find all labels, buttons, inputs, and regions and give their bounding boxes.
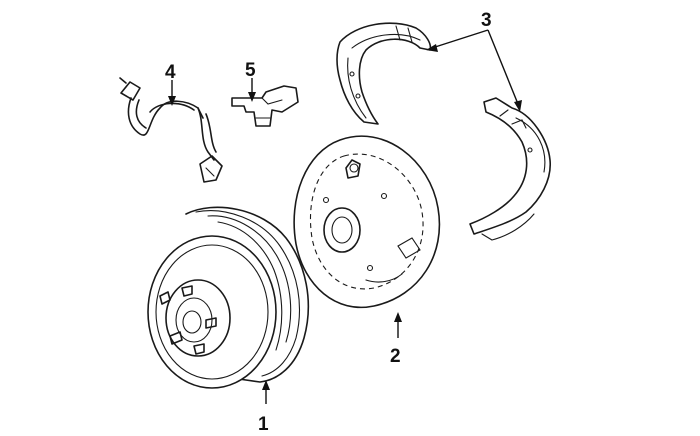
brake-drum-drawing	[147, 206, 310, 389]
wheel-studs	[159, 285, 217, 355]
callout-1-label: 1	[258, 414, 269, 435]
brake-shoes-drawing	[336, 22, 551, 241]
brake-hose-drawing	[119, 77, 223, 183]
callout-2-label: 2	[390, 346, 401, 367]
callout-4-label: 4	[165, 62, 176, 83]
backing-plate-drawing	[293, 135, 441, 309]
callout-3-label: 3	[481, 10, 492, 31]
speed-sensor-drawing	[231, 85, 299, 127]
leader-lines	[168, 29, 522, 404]
callout-5-label: 5	[245, 60, 256, 81]
